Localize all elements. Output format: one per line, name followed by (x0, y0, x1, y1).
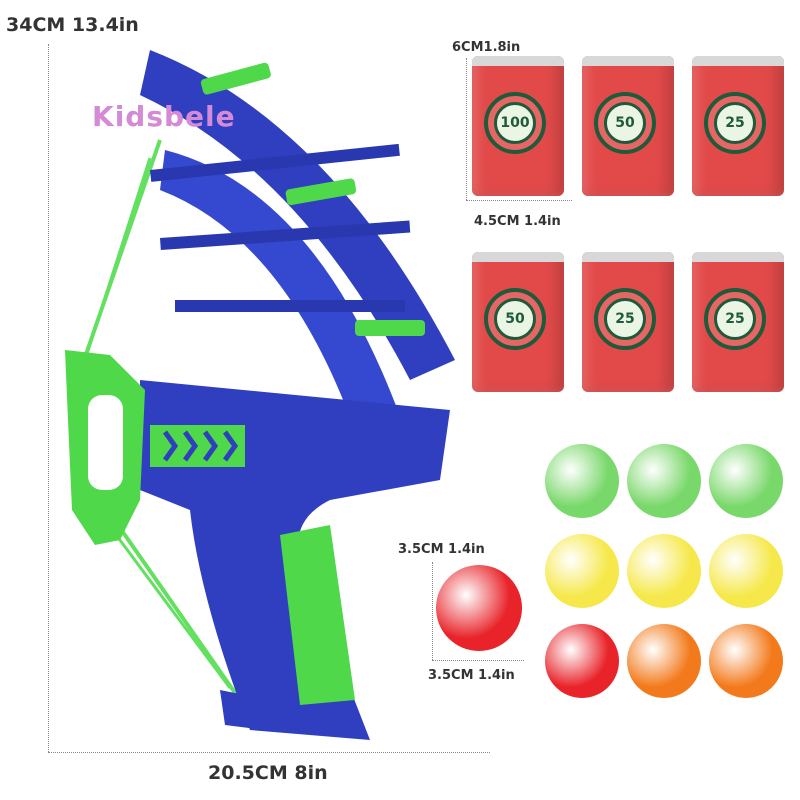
bullseye-icon: 25 (704, 288, 766, 350)
target-height-line (466, 58, 467, 200)
target-height-label: 6CM1.8in (452, 40, 521, 55)
yellow-foam-ball (627, 534, 701, 608)
yellow-foam-ball (545, 534, 619, 608)
target-width-line (466, 200, 572, 201)
red-foam-ball (545, 624, 619, 698)
target-score: 100 (500, 115, 530, 131)
single-red-ball (436, 565, 522, 651)
orange-foam-ball (627, 624, 701, 698)
target-width-label: 4.5CM 1.4in (474, 214, 561, 229)
green-foam-ball (545, 444, 619, 518)
ball-width-line (432, 660, 524, 661)
bullseye-icon: 50 (484, 288, 546, 350)
green-foam-ball (709, 444, 783, 518)
foam-target-can: 25 (582, 252, 674, 392)
height-dimension-label: 34CM 13.4in (6, 14, 139, 36)
ball-height-label: 3.5CM 1.4in (398, 542, 485, 557)
target-score: 50 (505, 311, 525, 327)
bullseye-icon: 50 (594, 92, 656, 154)
bullseye-icon: 100 (484, 92, 546, 154)
foam-target-can: 100 (472, 56, 564, 196)
targets-grid: 100 50 25 50 25 25 (472, 56, 792, 402)
target-score: 25 (615, 311, 635, 327)
foam-target-can: 25 (692, 56, 784, 196)
green-foam-ball (627, 444, 701, 518)
height-dimension-line (48, 44, 49, 752)
orange-foam-ball (709, 624, 783, 698)
ball-height-line (432, 562, 433, 660)
ball-width-label: 3.5CM 1.4in (428, 668, 515, 683)
foam-target-can: 50 (472, 252, 564, 392)
target-score: 25 (725, 311, 745, 327)
bullseye-icon: 25 (594, 288, 656, 350)
target-score: 25 (725, 115, 745, 131)
yellow-foam-ball (709, 534, 783, 608)
foam-target-can: 50 (582, 56, 674, 196)
target-score: 50 (615, 115, 635, 131)
width-dimension-label: 20.5CM 8in (208, 762, 328, 784)
foam-target-can: 25 (692, 252, 784, 392)
balls-grid (545, 444, 790, 698)
width-dimension-line (48, 752, 490, 753)
bow-toy-illustration (65, 50, 455, 740)
brand-logo: Kidsbele (92, 100, 236, 133)
bullseye-icon: 25 (704, 92, 766, 154)
